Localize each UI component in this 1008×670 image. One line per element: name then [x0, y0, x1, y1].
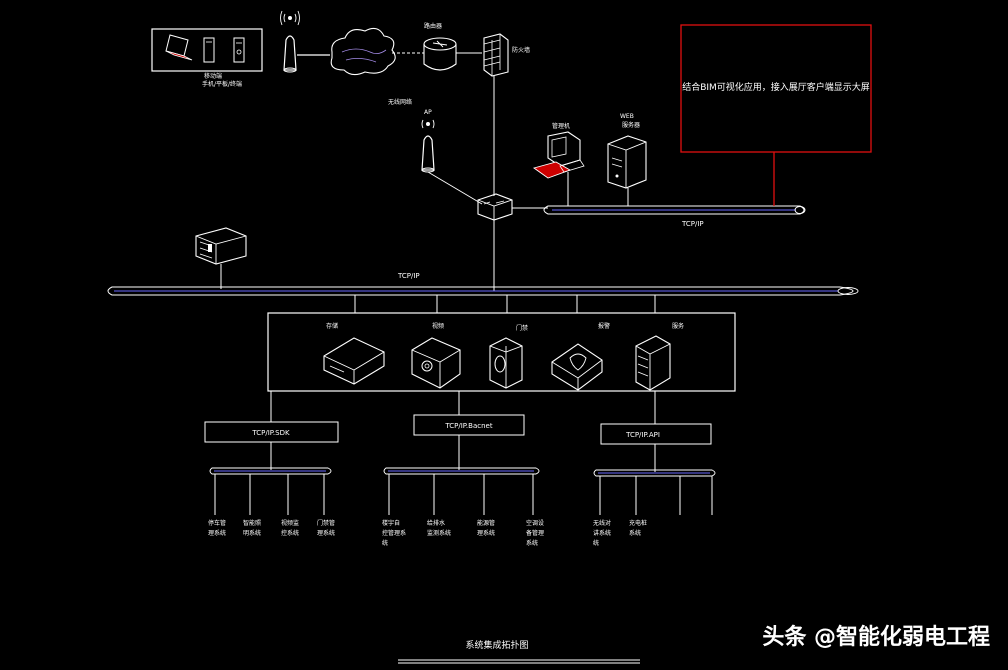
subsystem-bacnet-3: 空调设 备管理 系统 — [526, 519, 544, 547]
subsystem-sdk-0: 停车管 理系统 — [208, 519, 226, 537]
subsystem-sdk-3-line1: 门禁管 — [317, 519, 335, 527]
firewall-label: 防火墙 — [512, 46, 530, 54]
subsystem-api-1-line1: 充电桩 — [629, 519, 647, 527]
subsystem-bacnet-2: 能源管 理系统 — [477, 519, 495, 537]
top-bus — [543, 205, 806, 215]
protocol-box-bacnet — [413, 414, 525, 436]
bim-display-text: 结合BIM可视化应用，接入展厅客户端显示大屏 — [682, 81, 870, 93]
mobile-label-line2: 手机/平板/终端 — [202, 80, 242, 88]
tablet-icon — [203, 37, 215, 63]
device-label-0: 存储 — [326, 322, 338, 330]
mobile-phone-icon — [233, 37, 245, 63]
subsystem-drops — [214, 474, 713, 515]
subsystem-bacnet-1: 给排水 监测系统 — [427, 519, 451, 537]
device-label-3: 报警 — [598, 322, 610, 330]
subsystem-bacnet-3-line3: 系统 — [526, 539, 538, 547]
subsystem-api-1: 充电桩 系统 — [629, 519, 647, 537]
wireless-network-label: 无线网络 — [388, 98, 412, 106]
subsystem-api-0-line1: 无线对 — [593, 519, 611, 527]
alarm-device-icon — [551, 343, 603, 391]
protocol-label-bacnet: TCP/IP.Bacnet — [444, 422, 492, 430]
subsystem-api-0-line3: 统 — [593, 539, 599, 547]
mobile-devices-frame — [151, 28, 263, 72]
device-label-4: 服务 — [672, 322, 684, 330]
web-server-label-line1: WEB — [620, 113, 634, 120]
video-device-icon — [411, 337, 461, 389]
subsystem-sdk-1-line2: 明系统 — [243, 529, 261, 537]
subsystem-api-0-line2: 讲系统 — [593, 529, 611, 537]
subsystem-bacnet-2-line2: 理系统 — [477, 529, 495, 537]
router-icon — [423, 37, 457, 71]
subsystem-bacnet-1-line1: 给排水 — [427, 519, 445, 527]
main-backbone-bus — [107, 286, 859, 296]
mobile-devices-group: 移动端 手机/平板/终端 — [151, 28, 263, 88]
backbone-drops — [354, 295, 656, 313]
rack-server-icon — [195, 227, 247, 265]
subsystem-bacnet-3-line1: 空调设 — [526, 519, 544, 527]
access-control-icon — [489, 337, 523, 389]
protocol-label-sdk: TCP/IP.SDK — [251, 429, 290, 437]
wireless-antenna-icon — [280, 10, 300, 73]
subsystem-sdk-2-line2: 控系统 — [281, 529, 299, 537]
ap-label: AP — [424, 109, 432, 116]
subsystem-bacnet-0-line3: 统 — [382, 539, 388, 547]
link-ap-switch — [427, 171, 483, 205]
storage-device-icon — [323, 337, 385, 385]
ap-antenna-icon — [421, 119, 435, 173]
subsystem-bacnet-3-line2: 备管理 — [526, 529, 544, 537]
laptop-icon — [165, 34, 193, 61]
subsystem-sdk-1-line1: 智能照 — [243, 519, 261, 527]
mobile-label-line1: 移动端 — [204, 72, 222, 80]
internet-cloud-icon — [330, 27, 396, 76]
devices-panel — [267, 312, 736, 392]
watermark-text: 头条 @智能化弱电工程 — [762, 624, 990, 650]
backbone-protocol-label: TCP/IP — [397, 272, 420, 280]
bim-display-box: 结合BIM可视化应用，接入展厅客户端显示大屏 — [680, 24, 872, 206]
subsystem-sdk-0-line2: 理系统 — [208, 529, 226, 537]
subsystem-bacnet-2-line1: 能源管 — [477, 519, 495, 527]
subsystem-api-1-line2: 系统 — [629, 529, 641, 537]
diagram-title: 系统集成拓扑图 — [465, 639, 528, 651]
subsystem-sdk-2-line1: 视频监 — [281, 519, 299, 527]
network-switch-icon — [477, 193, 513, 221]
router-label: 路由器 — [424, 22, 442, 30]
subsystem-sdk-1: 智能照 明系统 — [243, 519, 261, 537]
subsystem-sdk-3-line2: 理系统 — [317, 529, 335, 537]
web-server-label-line2: 服务器 — [622, 121, 640, 129]
bim-display-frame — [680, 24, 872, 153]
subsystem-sdk-2: 视频监 控系统 — [281, 519, 299, 537]
device-label-1: 视频 — [432, 322, 444, 330]
subsystem-bacnet-1-line2: 监测系统 — [427, 529, 451, 537]
subsystem-bacnet-0: 楼宇自 控管理系 统 — [382, 519, 406, 547]
subsystem-sdk-3: 门禁管 理系统 — [317, 519, 335, 537]
workstation-computer-icon — [532, 131, 585, 179]
protocol-box-api — [600, 423, 712, 445]
protocol-label-api: TCP/IP.API — [625, 431, 660, 439]
top-bus-protocol-label: TCP/IP — [681, 220, 704, 228]
server-tower-icon — [635, 335, 671, 391]
firewall-icon — [483, 33, 509, 77]
subsystem-bacnet-0-line2: 控管理系 — [382, 529, 406, 537]
bacnet-bus — [383, 467, 540, 475]
subsystem-bacnet-0-line1: 楼宇自 — [382, 519, 400, 527]
web-server-icon — [607, 135, 647, 189]
sdk-bus — [209, 467, 332, 475]
device-label-2: 门禁 — [516, 324, 528, 332]
subsystem-sdk-0-line1: 停车管 — [208, 519, 226, 527]
subsystem-api-0: 无线对 讲系统 统 — [593, 519, 611, 547]
workstation-label: 管理机 — [552, 122, 570, 130]
